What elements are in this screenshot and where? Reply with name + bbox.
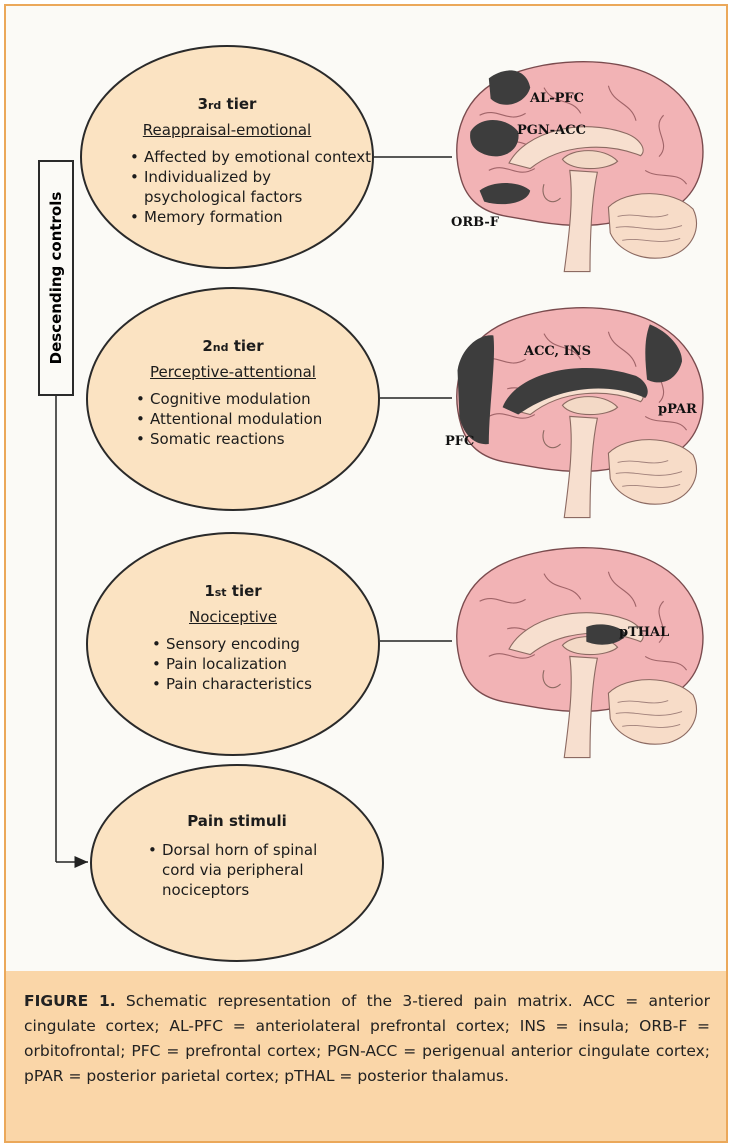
tier-3-ellipse: 3rd tier Reappraisal-emotional Affected … bbox=[80, 45, 374, 269]
list-item: Sensory encoding bbox=[152, 634, 378, 654]
list-item: Affected by emotional context bbox=[130, 147, 372, 167]
caption-text: Schematic representation of the 3-tiered… bbox=[24, 992, 710, 1085]
tier-3-list: Affected by emotional context Individual… bbox=[82, 147, 372, 227]
tier-3-title: 3rd tier bbox=[82, 95, 372, 113]
list-item: Individualized by psychological factors bbox=[130, 167, 372, 207]
tier-1-title: 1st tier bbox=[88, 582, 378, 600]
pain-stimuli-ellipse: Pain stimuli Dorsal horn of spinal cord … bbox=[90, 764, 384, 962]
tier-2-ellipse: 2nd tier Perceptive-attentional Cognitiv… bbox=[86, 287, 380, 511]
brain-label-acc-ins: ACC, INS bbox=[523, 344, 591, 359]
list-item: Somatic reactions bbox=[136, 429, 378, 449]
descending-controls-label: Descending controls bbox=[47, 192, 65, 365]
list-item: Dorsal horn of spinal cord via periphera… bbox=[148, 840, 328, 900]
brain-label-orb-f: ORB-F bbox=[451, 215, 500, 230]
brain-label-pthal: pTHAL bbox=[619, 625, 669, 640]
tier-2-list: Cognitive modulation Attentional modulat… bbox=[88, 389, 378, 449]
list-item: Cognitive modulation bbox=[136, 389, 378, 409]
tier-2-subtitle: Perceptive-attentional bbox=[88, 363, 378, 381]
brain-image-1st-tier bbox=[457, 548, 703, 758]
list-item: Pain localization bbox=[152, 654, 378, 674]
tier-1-subtitle: Nociceptive bbox=[88, 608, 378, 626]
tier-1-ellipse: 1st tier Nociceptive Sensory encoding Pa… bbox=[86, 532, 380, 756]
list-item: Attentional modulation bbox=[136, 409, 378, 429]
pain-stimuli-title: Pain stimuli bbox=[92, 812, 382, 830]
figure-caption: FIGURE 1. Schematic representation of th… bbox=[6, 971, 726, 1141]
list-item: Pain characteristics bbox=[152, 674, 378, 694]
tier-1-list: Sensory encoding Pain localization Pain … bbox=[88, 634, 378, 694]
brain-label-pfc: PFC bbox=[445, 434, 474, 449]
descending-controls-box: Descending controls bbox=[38, 160, 74, 396]
tier-3-subtitle: Reappraisal-emotional bbox=[82, 121, 372, 139]
brain-label-ppar: pPAR bbox=[658, 402, 697, 417]
pain-stimuli-list: Dorsal horn of spinal cord via periphera… bbox=[92, 840, 328, 900]
brain-label-al-pfc: AL-PFC bbox=[529, 91, 584, 106]
list-item: Memory formation bbox=[130, 207, 372, 227]
brain-label-pgn-acc: PGN-ACC bbox=[517, 123, 586, 138]
caption-label: FIGURE 1. bbox=[24, 992, 116, 1010]
tier-2-title: 2nd tier bbox=[88, 337, 378, 355]
